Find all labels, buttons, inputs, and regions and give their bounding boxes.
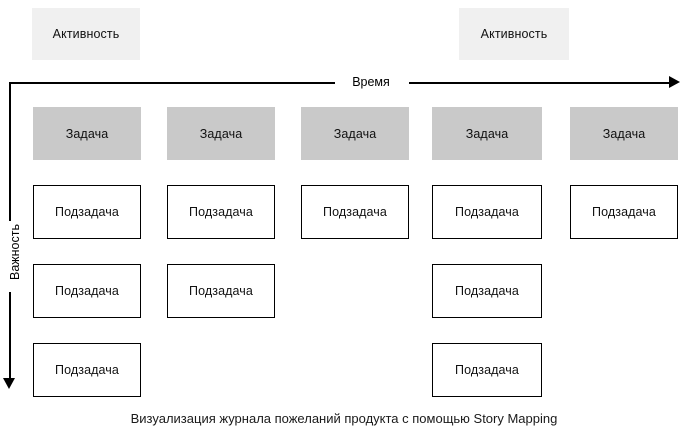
task-card-col3-label: Задача — [333, 126, 377, 141]
task-card-col5[interactable]: Задача — [570, 107, 678, 160]
subtask-card-r1c5[interactable]: Подзадача — [570, 185, 678, 239]
subtask-card-r1c1-label: Подзадача — [55, 205, 119, 219]
subtask-card-r3c4[interactable]: Подзадача — [432, 343, 542, 397]
importance-axis-line-bottom — [9, 292, 11, 379]
subtask-card-r2c2[interactable]: Подзадача — [167, 264, 275, 318]
arrow-right-icon — [669, 76, 680, 88]
subtask-card-r2c2-label: Подзадача — [189, 284, 253, 298]
subtask-card-r1c1[interactable]: Подзадача — [33, 185, 141, 239]
task-card-col1[interactable]: Задача — [33, 107, 141, 160]
activity-card-1[interactable]: Активность — [32, 8, 140, 60]
task-card-col2-label: Задача — [199, 126, 243, 141]
arrow-down-icon — [3, 378, 15, 389]
subtask-card-r1c2[interactable]: Подзадача — [167, 185, 275, 239]
activity-card-2-label: Активность — [480, 27, 548, 41]
subtask-card-r1c4-label: Подзадача — [455, 205, 519, 219]
task-card-col5-label: Задача — [602, 126, 646, 141]
time-axis-line-right — [409, 82, 671, 84]
task-card-col4-label: Задача — [465, 126, 509, 141]
diagram-caption: Визуализация журнала пожеланий продукта … — [130, 411, 558, 426]
task-card-col4[interactable]: Задача — [432, 107, 542, 160]
subtask-card-r1c2-label: Подзадача — [189, 205, 253, 219]
task-card-col3[interactable]: Задача — [301, 107, 409, 160]
subtask-card-r2c4-label: Подзадача — [455, 284, 519, 298]
importance-axis-label: Важность — [8, 224, 22, 280]
subtask-card-r1c3-label: Подзадача — [323, 205, 387, 219]
activity-card-1-label: Активность — [52, 27, 120, 41]
subtask-card-r3c1[interactable]: Подзадача — [33, 343, 141, 397]
activity-card-2[interactable]: Активность — [459, 8, 569, 60]
importance-axis-line-top — [9, 82, 11, 221]
task-card-col1-label: Задача — [65, 126, 109, 141]
subtask-card-r3c4-label: Подзадача — [455, 363, 519, 377]
task-card-col2[interactable]: Задача — [167, 107, 275, 160]
subtask-card-r2c4[interactable]: Подзадача — [432, 264, 542, 318]
time-axis-label: Время — [352, 75, 390, 89]
subtask-card-r2c1-label: Подзадача — [55, 284, 119, 298]
subtask-card-r1c4[interactable]: Подзадача — [432, 185, 542, 239]
time-axis-line-left — [9, 82, 335, 84]
subtask-card-r2c1[interactable]: Подзадача — [33, 264, 141, 318]
subtask-card-r1c5-label: Подзадача — [592, 205, 656, 219]
subtask-card-r1c3[interactable]: Подзадача — [301, 185, 409, 239]
subtask-card-r3c1-label: Подзадача — [55, 363, 119, 377]
